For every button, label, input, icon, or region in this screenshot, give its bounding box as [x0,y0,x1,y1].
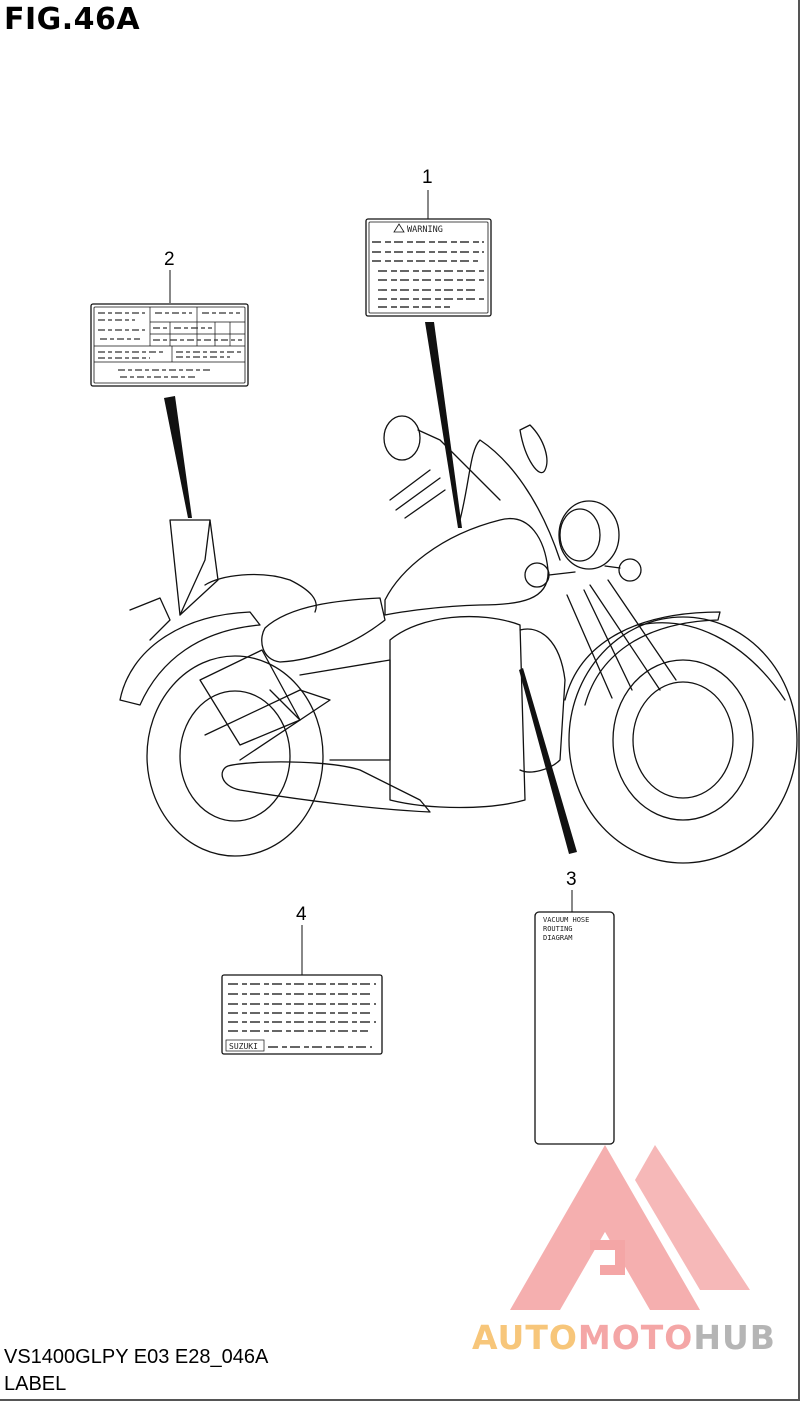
wordmark-hub: HUB [693,1318,776,1357]
warning-label-heading: WARNING [407,225,443,235]
automotohub-wordmark: AUTOMOTOHUB [472,1318,776,1357]
leader-lines [164,322,577,854]
vacuum-label-line-2: ROUTING [543,925,573,933]
leader-1 [425,322,462,528]
suzuki-brand-text: SUZUKI [229,1042,258,1051]
wordmark-moto: MOTO [577,1318,694,1357]
motorcycle-outline [119,415,798,864]
information-table-label [90,303,249,387]
part-name: LABEL [4,1373,67,1395]
callout-1: 1 [422,167,433,188]
leader-2 [164,396,192,518]
vacuum-label-line-1: VACUUM HOSE [543,916,589,924]
vacuum-hose-label: VACUUM HOSE ROUTING DIAGRAM [534,911,615,1145]
wordmark-auto: AUTO [472,1318,578,1357]
callout-2: 2 [164,249,175,270]
warning-label: WARNING [365,218,492,317]
suzuki-text-label: SUZUKI [221,974,383,1055]
automotohub-logo [510,1145,750,1310]
figure-title: FIG.46A [4,2,141,37]
vacuum-label-line-3: DIAGRAM [543,934,573,942]
model-code: VS1400GLPY E03 E28_046A [4,1346,269,1368]
warning-triangle-icon [393,223,405,233]
callout-4: 4 [296,904,307,925]
leader-3 [519,668,577,854]
callout-stems [169,190,573,975]
callout-3: 3 [566,869,577,890]
